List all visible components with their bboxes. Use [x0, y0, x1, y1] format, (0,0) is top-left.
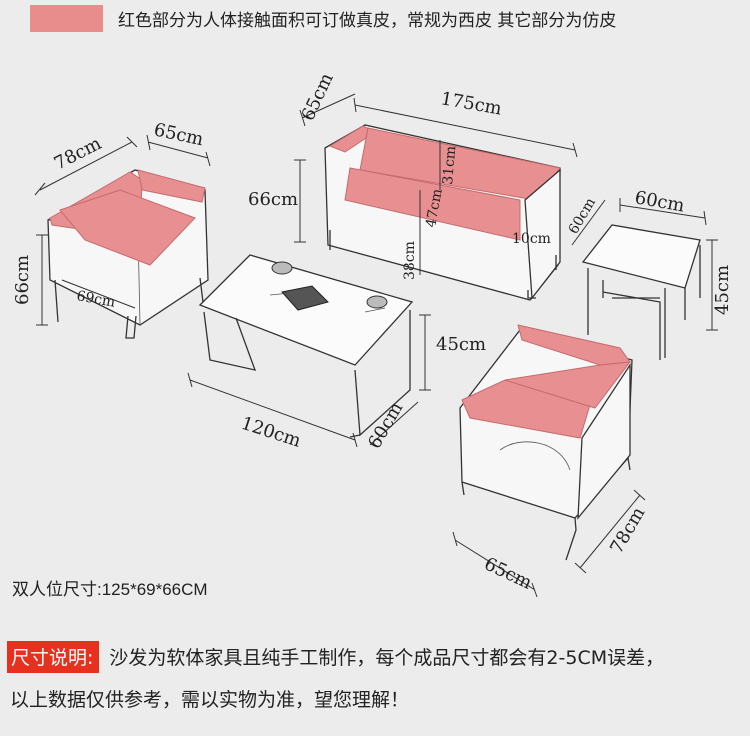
coffee-table [187, 254, 431, 448]
legend-text: 红色部分为人体接触面积可订做真皮，常规为西皮 其它部分为仿皮 [118, 11, 617, 31]
side-table [571, 198, 718, 360]
dim-single-left-depth: 78cm [51, 133, 105, 174]
dim-double-height: 66cm [248, 189, 298, 210]
double-sofa [294, 93, 578, 301]
dim-double-arm: 10cm [512, 231, 551, 247]
single-sofa-right [452, 324, 646, 598]
note-row: 尺寸说明: 沙发为软体家具且纯手工制作，每个成品尺寸都会有2-5CM误差， [7, 641, 665, 673]
single-sofa-left [34, 134, 211, 339]
note-text-line2: 以上数据仅供参考，需以实物为准，望您理解！ [10, 689, 410, 711]
book-icon [281, 285, 329, 311]
dim-side-depth: 60cm [566, 195, 599, 237]
dim-single-left-seat: 69cm [75, 288, 116, 311]
dim-side-height: 45cm [712, 265, 733, 315]
note-text-line1: 沙发为软体家具且纯手工制作，每个成品尺寸都会有2-5CM误差， [109, 647, 665, 669]
dim-double-seat-height: 38cm [402, 241, 418, 280]
furniture-drawing: 78cm 65cm 66cm 69cm 65cm 175cm 66cm 31cm… [12, 70, 733, 598]
dim-side-width: 60cm [633, 187, 686, 216]
cup-icon [366, 295, 388, 309]
sofa-dimensions-caption: 双人位尺寸:125*69*66CM [12, 580, 208, 599]
cup-icon [271, 261, 293, 275]
dim-double-depth: 65cm [297, 70, 337, 124]
dim-double-back: 31cm [440, 145, 459, 185]
note-label: 尺寸说明: [7, 641, 100, 673]
dim-single-right-depth: 78cm [606, 504, 649, 558]
dim-single-right-width: 65cm [481, 553, 535, 593]
dim-double-width: 175cm [439, 88, 503, 119]
dim-double-seat-depth: 47cm [423, 188, 446, 229]
legend-swatch [30, 5, 103, 32]
dim-coffee-width: 120cm [238, 413, 303, 452]
dim-coffee-height: 45cm [436, 334, 486, 355]
dim-single-left-height: 66cm [12, 255, 33, 305]
